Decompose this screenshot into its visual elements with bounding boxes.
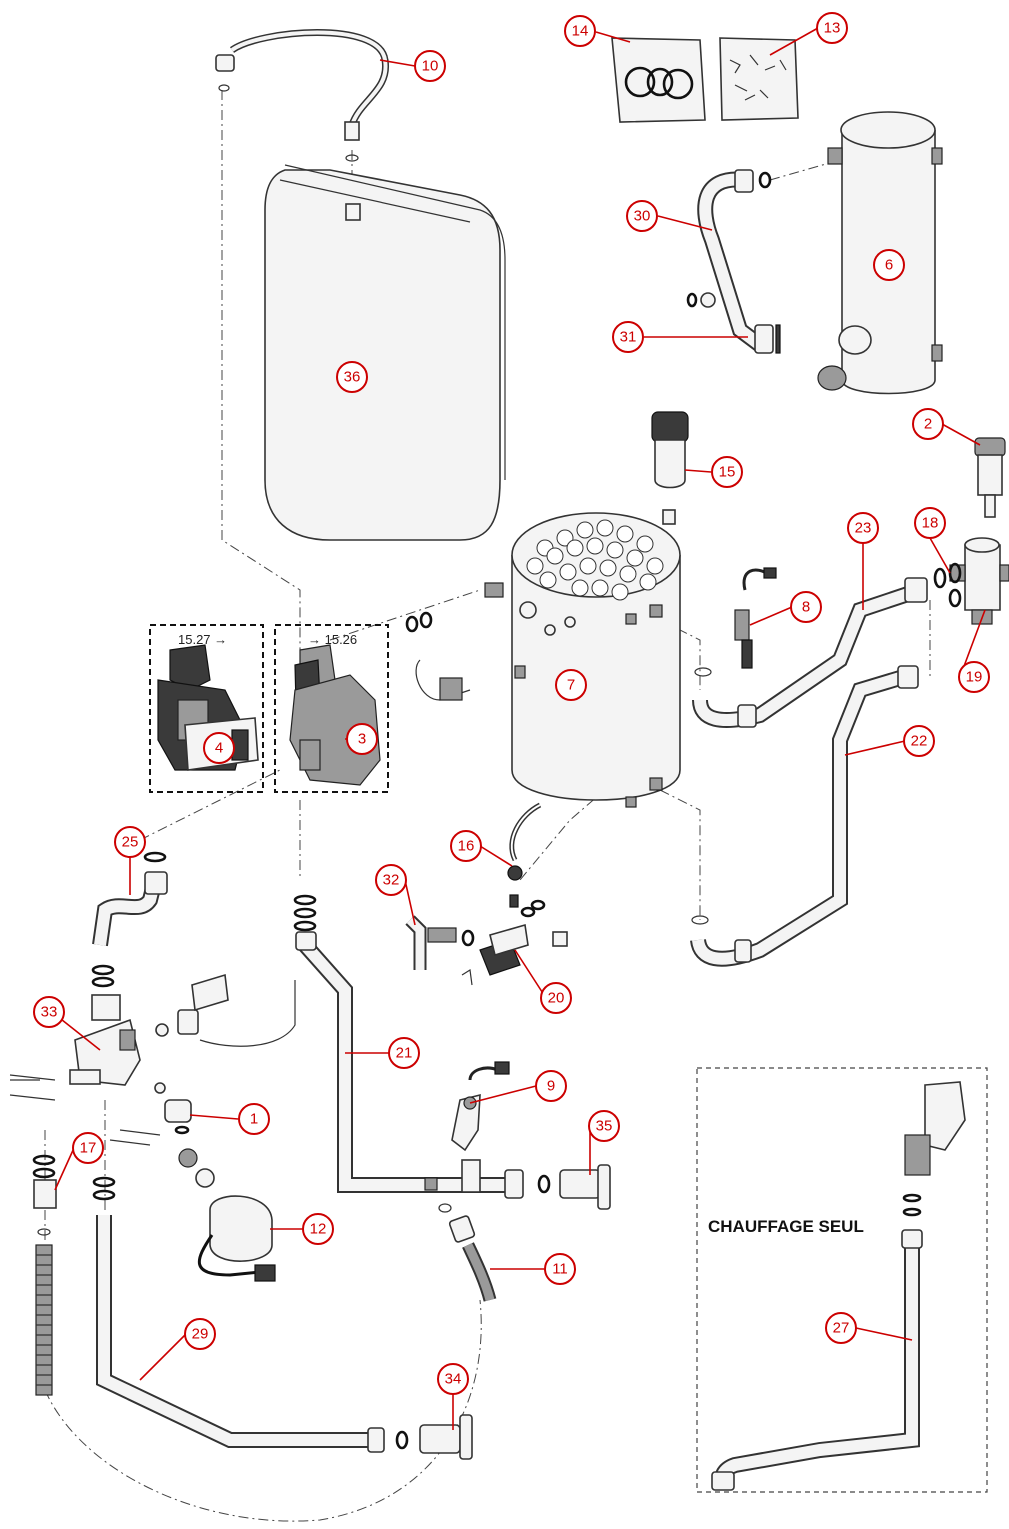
callout-14: 14 — [564, 15, 596, 47]
callout-35: 35 — [588, 1110, 620, 1142]
callout-number: 31 — [620, 329, 637, 346]
callout-number: 21 — [396, 1045, 413, 1062]
callout-36: 36 — [336, 361, 368, 393]
callout-number: 35 — [596, 1118, 613, 1135]
callout-number: 7 — [567, 677, 575, 694]
part-2-valve-head — [974, 437, 1006, 518]
callout-25: 25 — [114, 826, 146, 858]
callout-number: 9 — [547, 1078, 555, 1095]
callout-16: 16 — [450, 830, 482, 862]
callout-number: 6 — [885, 257, 893, 274]
callout-number: 20 — [548, 990, 565, 1007]
part-13-hardware-bag — [719, 37, 799, 121]
callout-19: 19 — [958, 661, 990, 693]
part-17-hose — [32, 1154, 57, 1396]
callout-20: 20 — [540, 982, 572, 1014]
callout-18: 18 — [914, 507, 946, 539]
part-21-pipe — [293, 894, 524, 1199]
part-10-flex-hose — [215, 29, 390, 162]
part-30-pipe — [686, 169, 781, 354]
part-25-pipe — [91, 851, 168, 988]
callout-7: 7 — [555, 669, 587, 701]
callout-8: 8 — [790, 591, 822, 623]
callout-number: 25 — [122, 834, 139, 851]
part-7-tank — [405, 512, 681, 808]
callout-number: 17 — [80, 1140, 97, 1157]
ref-label-15-26: → 15.26 — [308, 632, 357, 647]
callout-9: 9 — [535, 1070, 567, 1102]
part-23-pipe — [692, 577, 928, 728]
part-16-seal — [507, 802, 542, 908]
callout-21: 21 — [388, 1037, 420, 1069]
callout-17: 17 — [72, 1132, 104, 1164]
callout-12: 12 — [302, 1213, 334, 1245]
callout-29: 29 — [184, 1318, 216, 1350]
part-35-valve — [537, 1164, 611, 1210]
part-4-pump-motor — [149, 624, 264, 793]
callout-number: 3 — [358, 731, 366, 748]
callout-number: 15 — [719, 464, 736, 481]
callout-30: 30 — [626, 200, 658, 232]
callout-number: 33 — [41, 1004, 58, 1021]
part-12-motor — [178, 1148, 276, 1282]
part-22-pipe — [690, 665, 919, 967]
callout-number: 32 — [383, 872, 400, 889]
panel-title: CHAUFFAGE SEUL — [708, 1217, 864, 1236]
callout-number: 22 — [911, 733, 928, 750]
callout-3: 3 — [346, 723, 378, 755]
part-34-valve — [419, 1414, 473, 1460]
callout-13: 13 — [816, 12, 848, 44]
callout-4: 4 — [203, 732, 235, 764]
callout-number: 36 — [344, 369, 361, 386]
callout-number: 16 — [458, 838, 475, 855]
callout-number: 11 — [552, 1261, 568, 1278]
callout-6: 6 — [873, 249, 905, 281]
part-8-sensor — [734, 567, 777, 669]
callout-23: 23 — [847, 512, 879, 544]
part-9-sensor — [451, 1061, 510, 1152]
callout-number: 12 — [310, 1221, 327, 1238]
part-36-expansion-vessel — [264, 164, 506, 541]
callout-number: 30 — [634, 208, 651, 225]
ref-label-15-27: 15.27 → — [178, 632, 227, 647]
callout-1: 1 — [238, 1103, 270, 1135]
leader-lines — [51, 27, 986, 1430]
callout-2: 2 — [912, 408, 944, 440]
callout-11: 11 — [544, 1253, 576, 1285]
callout-22: 22 — [903, 725, 935, 757]
callout-number: 27 — [833, 1320, 850, 1337]
heating-only-panel: CHAUFFAGE SEUL — [696, 1067, 988, 1493]
callout-31: 31 — [612, 321, 644, 353]
part-1-cartridge — [154, 1082, 192, 1135]
part-11-hose — [438, 1203, 497, 1302]
callout-number: 23 — [855, 520, 872, 537]
callout-number: 10 — [422, 58, 439, 75]
callout-number: 1 — [250, 1111, 258, 1128]
callout-number: 4 — [215, 740, 223, 757]
callout-number: 13 — [824, 20, 841, 37]
part-32-hose — [405, 915, 475, 970]
callout-number: 18 — [922, 515, 939, 532]
callout-27: 27 — [825, 1312, 857, 1344]
callout-33: 33 — [33, 996, 65, 1028]
callout-32: 32 — [375, 864, 407, 896]
callout-number: 19 — [966, 669, 983, 686]
callout-number: 29 — [192, 1326, 209, 1343]
callout-number: 14 — [572, 23, 589, 40]
callout-15: 15 — [711, 456, 743, 488]
callout-number: 34 — [445, 1371, 462, 1388]
part-29-pipe — [92, 1176, 409, 1453]
part-3-pump — [274, 624, 389, 793]
callout-34: 34 — [437, 1363, 469, 1395]
part-14-seal-bag — [611, 37, 706, 123]
part-15-air-vent — [651, 411, 689, 525]
callout-number: 2 — [924, 416, 932, 433]
callout-10: 10 — [414, 50, 446, 82]
part-33-manifold — [9, 973, 296, 1146]
callout-number: 8 — [802, 599, 810, 616]
part-20-valve — [461, 899, 568, 986]
